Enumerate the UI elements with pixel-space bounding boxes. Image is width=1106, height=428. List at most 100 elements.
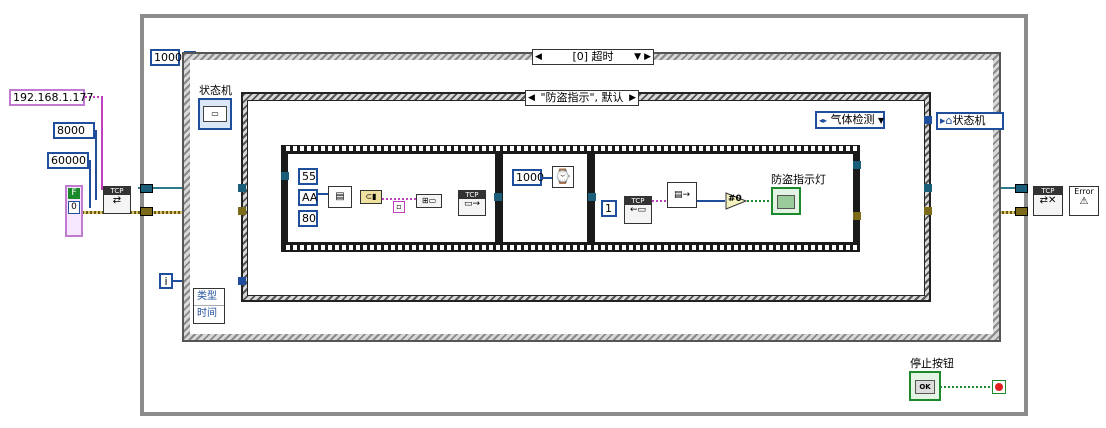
byte-to-string-node[interactable]: ⊂▮ [360, 190, 382, 204]
timeout-constant[interactable]: 60000 [47, 152, 89, 169]
tcp-read-subvi[interactable]: TCP ←▭ [624, 196, 652, 224]
state-machine-indicator: ▸⌂状态机 [936, 112, 1004, 130]
ok-button-icon: OK [915, 380, 935, 394]
concat-string-node[interactable]: ⊞▭ [416, 194, 442, 208]
byte-80-constant[interactable]: 80 [298, 210, 318, 227]
shift-register-right-error [1015, 207, 1028, 216]
error-handler-label: Error [1074, 187, 1094, 196]
film-holes-bottom [283, 245, 858, 250]
timeout-wire [89, 160, 91, 208]
shift-register-left-error [140, 207, 153, 216]
byte-wire [316, 193, 328, 195]
read-bytes-constant[interactable]: 1 [601, 200, 617, 217]
film-holes-top [283, 146, 858, 151]
port-wire [95, 130, 97, 200]
frame3-tunnel-out [853, 161, 861, 169]
case-tunnel-refnum-left [238, 184, 246, 192]
clock-icon: ⌚ [554, 169, 572, 185]
case-tunnel-state [924, 116, 932, 124]
wait-ms-constant[interactable]: 1000 [512, 169, 544, 186]
byte-55-constant[interactable]: 55 [298, 168, 318, 185]
gas-detection-label: 气体检测 [830, 113, 875, 126]
shift-register-right-refnum [1015, 184, 1028, 193]
case-tunnel-refnum-right [924, 184, 932, 192]
error-handler-subvi[interactable]: Error ⚠ [1069, 186, 1099, 216]
frame1-tunnel-in [281, 172, 289, 180]
tcp-close-label: TCP [1034, 187, 1062, 195]
dropdown-icon: ▼ [878, 116, 885, 125]
boolean-label: F [68, 188, 80, 199]
event-selector-prev-icon[interactable]: ◀ [535, 52, 542, 62]
tcp-write-label: TCP [459, 191, 485, 199]
case-selector-prev-icon[interactable]: ◀ [528, 93, 535, 103]
case-tunnel-error-right [924, 207, 932, 215]
tcp-open-subvi[interactable]: TCP ⇄ [103, 186, 131, 214]
bool-wire [747, 200, 771, 202]
case-selector[interactable]: ◀ "防盗指示", 默认 ▶ [525, 90, 639, 106]
tcp-close-subvi[interactable]: TCP ⇄✕ [1033, 186, 1063, 216]
compare-triangle-icon [725, 192, 748, 210]
port-constant[interactable]: 8000 [53, 122, 95, 139]
stop-button-label: 停止按钮 [910, 357, 954, 370]
tcp-write-subvi[interactable]: TCP ▭→ [458, 190, 486, 216]
event-data-type: 类型 [194, 289, 224, 306]
ip-wire [85, 96, 102, 98]
stop-button-control[interactable]: OK [909, 371, 941, 401]
string-icon: ▫ [396, 202, 402, 211]
wait-ms-node[interactable]: ⌚ [552, 166, 574, 188]
error-handler-icon: ⚠ [1079, 196, 1089, 207]
event-selector-next-icon[interactable]: ▶ [644, 52, 651, 62]
stop-icon [995, 383, 1003, 391]
event-data-node[interactable]: 类型 时间 [193, 288, 225, 324]
indicator-arrow-icon: ▸⌂ [940, 114, 953, 127]
build-array-icon: ▤ [335, 191, 345, 202]
event-data-time: 时间 [197, 308, 217, 319]
boolean-value: 0 [68, 201, 80, 214]
event-selector[interactable]: ◀ [0] 超时 ▼ ▶ [532, 49, 654, 65]
tcp-write-icon: ▭→ [463, 199, 481, 209]
stop-wire [940, 386, 992, 388]
compare-wire [697, 200, 725, 202]
case-tunnel-iter [238, 277, 246, 285]
alarm-light-label: 防盗指示灯 [771, 173, 826, 186]
frame1-tunnel-out [494, 193, 502, 201]
frame3-tunnel-err [853, 212, 861, 220]
event-selector-label: [0] 超时 [572, 50, 614, 63]
sequence-frame-2 [502, 153, 588, 243]
string-wire [382, 198, 422, 200]
tcp-close-icon: ⇄✕ [1039, 195, 1057, 206]
string-constant-pink[interactable]: ▫ [393, 201, 405, 213]
tcp-read-label: TCP [625, 197, 651, 205]
tcp-open-label: TCP [104, 187, 130, 195]
case-selector-label: "防盗指示", 默认 [540, 91, 624, 104]
gas-detection-constant[interactable]: ◂▸ 气体检测 ▼ [815, 111, 885, 129]
enum-icon: ▭ [203, 106, 227, 122]
stop-terminal[interactable] [992, 380, 1006, 394]
build-array-node[interactable]: ▤ [328, 186, 352, 208]
led-icon [777, 195, 795, 209]
convert-icon: ⊂▮ [365, 192, 377, 201]
ip-wire-v [101, 96, 103, 190]
event-selector-dropdown-icon[interactable]: ▼ [634, 52, 641, 62]
wait-wire [542, 177, 552, 179]
compare-label: #0 [728, 194, 742, 204]
case-selector-next-icon[interactable]: ▶ [629, 93, 636, 103]
compare-node[interactable]: #0 [725, 192, 748, 210]
state-machine-control[interactable]: ▭ [198, 98, 232, 130]
event-timeout-constant[interactable]: 1000 [150, 49, 182, 66]
read-string-wire [652, 200, 668, 202]
shift-register-left-refnum [140, 184, 153, 193]
alarm-light-indicator [771, 187, 801, 215]
ip-address-constant[interactable]: 192.168.1.177 [9, 89, 93, 106]
boolean-constant[interactable]: F 0 [65, 185, 83, 237]
byte-aa-constant[interactable]: AA [298, 189, 318, 206]
frame3-tunnel-in [588, 193, 596, 201]
string-to-byte-node[interactable]: ▤→ [667, 182, 697, 208]
state-machine-label: 状态机 [199, 84, 232, 97]
iteration-terminal: i [159, 273, 173, 289]
enum-arrows-icon: ◂▸ [819, 116, 828, 125]
case-tunnel-error-left [238, 207, 246, 215]
state-machine-out-label: 状态机 [952, 114, 986, 127]
tcp-open-icon: ⇄ [112, 195, 122, 206]
concat-icon: ⊞▭ [421, 196, 437, 205]
